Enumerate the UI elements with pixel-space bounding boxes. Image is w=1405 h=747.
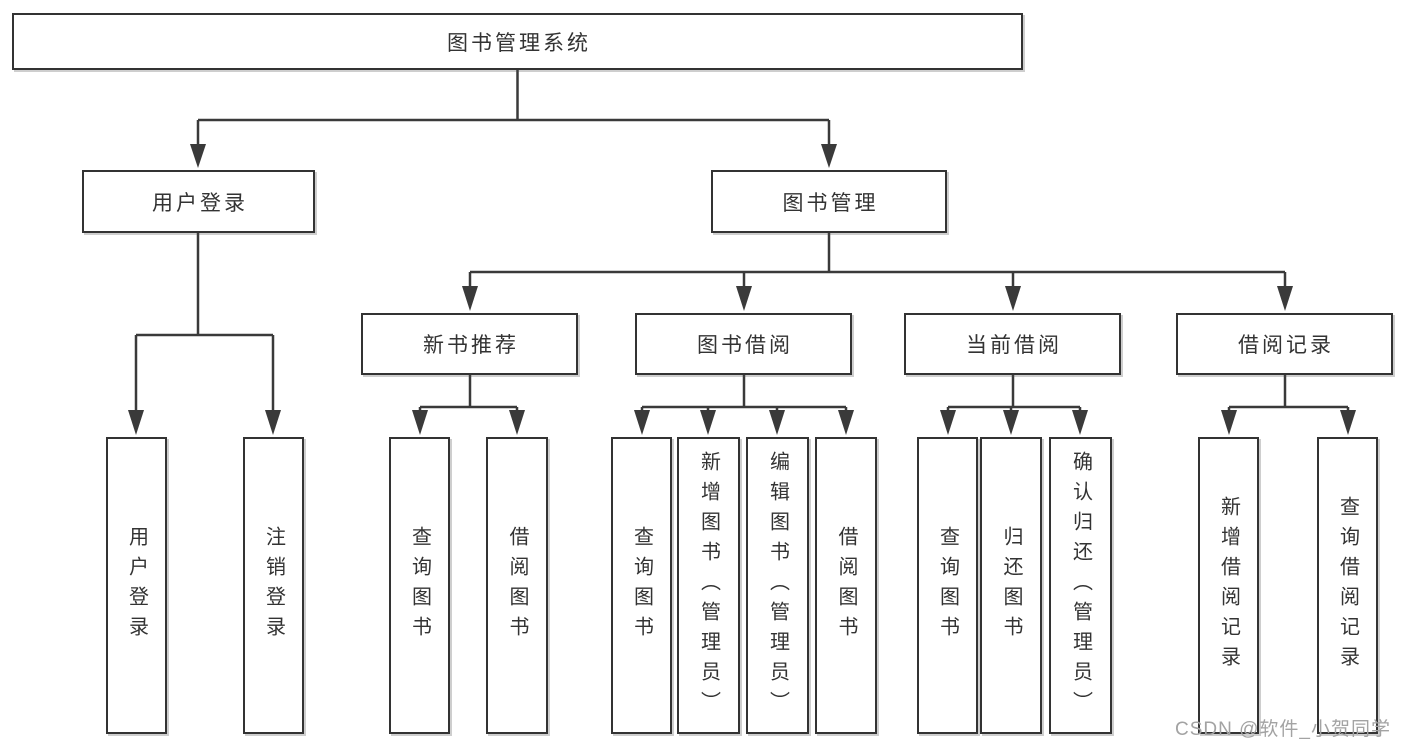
node-user-login: 用户登录 — [82, 170, 315, 233]
leaf-query-books-recommend: 查询图书 — [389, 437, 450, 734]
connector-current-borrow-children — [940, 375, 1088, 435]
arrowhead — [1072, 410, 1088, 435]
arrowhead — [940, 410, 956, 435]
arrowhead — [1221, 410, 1237, 435]
leaf-logout: 注销登录 — [243, 437, 304, 734]
leaf-query-books-borrow: 查询图书 — [611, 437, 672, 734]
arrowhead — [736, 286, 752, 311]
connector-book-management-children — [462, 233, 1293, 311]
leaf-add-books-admin: 新增图书（管理员） — [677, 437, 740, 734]
connector-borrow-records-children — [1221, 375, 1356, 435]
connector-root-to-level2 — [190, 70, 837, 168]
node-book-borrow: 图书借阅 — [635, 313, 852, 375]
arrowhead — [128, 410, 144, 435]
arrowhead — [634, 410, 650, 435]
arrowhead — [1277, 286, 1293, 311]
arrowhead — [838, 410, 854, 435]
arrowhead — [412, 410, 428, 435]
leaf-user-login: 用户登录 — [106, 437, 167, 734]
leaf-query-borrow-record: 查询借阅记录 — [1317, 437, 1378, 734]
leaf-borrow-books: 借阅图书 — [815, 437, 877, 734]
arrowhead — [1340, 410, 1356, 435]
connector-new-book-recommend-children — [412, 375, 525, 435]
arrowhead — [462, 286, 478, 311]
leaf-add-borrow-record: 新增借阅记录 — [1198, 437, 1259, 734]
connector-user-login-children — [128, 233, 281, 435]
arrowhead — [509, 410, 525, 435]
node-new-book-recommend: 新书推荐 — [361, 313, 578, 375]
node-book-management: 图书管理 — [711, 170, 947, 233]
arrowhead — [265, 410, 281, 435]
leaf-edit-books-admin: 编辑图书（管理员） — [746, 437, 809, 734]
arrowhead — [769, 410, 785, 435]
leaf-confirm-return-admin: 确认归还（管理员） — [1049, 437, 1112, 734]
leaf-borrow-books-recommend: 借阅图书 — [486, 437, 548, 734]
arrowhead — [821, 144, 837, 168]
connector-book-borrow-children — [634, 375, 854, 435]
node-root-library-system: 图书管理系统 — [12, 13, 1023, 70]
arrowhead — [1005, 286, 1021, 311]
arrowhead — [190, 144, 206, 168]
csdn-watermark: CSDN @软件_小贺同学 — [1175, 719, 1391, 740]
node-borrow-records: 借阅记录 — [1176, 313, 1393, 375]
arrowhead — [1003, 410, 1019, 435]
arrowhead — [700, 410, 716, 435]
leaf-query-books-current: 查询图书 — [917, 437, 978, 734]
leaf-return-books: 归还图书 — [980, 437, 1042, 734]
node-current-borrow: 当前借阅 — [904, 313, 1121, 375]
